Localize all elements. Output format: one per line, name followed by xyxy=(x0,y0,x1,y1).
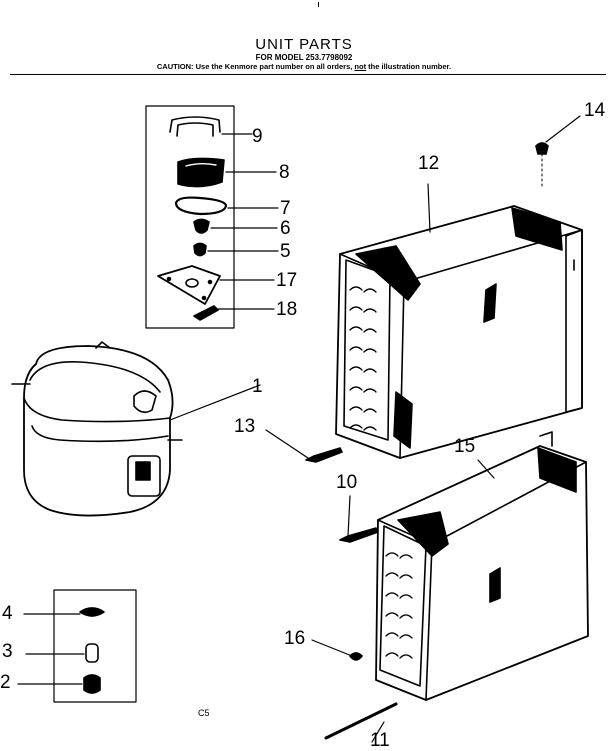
part-18-clip xyxy=(193,305,275,321)
callout-16: 16 xyxy=(284,628,306,649)
header-rule xyxy=(10,74,606,75)
part-6-grommet xyxy=(193,218,278,234)
top-tick-mark xyxy=(318,2,319,7)
callout-11: 11 xyxy=(370,730,390,751)
part-15-coil xyxy=(375,431,589,701)
callout-10: 10 xyxy=(336,472,358,493)
part-17-plate xyxy=(157,265,275,305)
part-13-screw xyxy=(265,429,343,463)
model-subtitle: FOR MODEL 253.7798092 xyxy=(255,53,353,62)
callout-9: 9 xyxy=(252,126,263,147)
part-12-coil xyxy=(335,183,583,459)
part-3-spacer xyxy=(25,643,99,663)
diagram-code: C5 xyxy=(198,708,210,718)
bottom-parts-box xyxy=(53,589,137,703)
part-10-screw xyxy=(339,495,379,543)
part-2-grommet xyxy=(17,674,101,694)
callout-7: 7 xyxy=(280,198,291,219)
part-11-rod xyxy=(324,702,398,743)
part-1-compressor xyxy=(11,341,261,517)
part-8-block xyxy=(177,157,277,188)
part-7-ring xyxy=(174,196,279,216)
part-9-bracket xyxy=(169,116,253,137)
callout-12: 12 xyxy=(418,153,440,174)
callout-2: 2 xyxy=(0,672,11,693)
callout-8: 8 xyxy=(279,162,290,183)
part-14-screw xyxy=(535,115,581,189)
callout-13: 13 xyxy=(234,416,256,437)
callout-15: 15 xyxy=(454,436,476,457)
callout-17: 17 xyxy=(276,270,298,291)
caution-prefix: CAUTION: Use the Kenmore part number on … xyxy=(156,62,355,71)
callout-6: 6 xyxy=(280,218,291,239)
part-16-nut xyxy=(311,639,363,661)
page-title: UNIT PARTS xyxy=(255,36,353,53)
small-parts-box xyxy=(145,105,235,329)
caution-note: CAUTION: Use the Kenmore part number on … xyxy=(0,62,608,71)
part-4-washer xyxy=(23,607,105,617)
callout-1: 1 xyxy=(252,376,263,397)
callout-14: 14 xyxy=(584,100,606,121)
callout-4: 4 xyxy=(2,603,13,624)
part-15-return-bends xyxy=(385,552,413,659)
caution-suffix: the illustration number. xyxy=(366,62,452,71)
part-12-return-bends xyxy=(349,286,377,431)
callout-3: 3 xyxy=(2,641,13,662)
part-5-grommet xyxy=(193,242,279,257)
caution-not: not xyxy=(354,62,367,71)
callout-18: 18 xyxy=(276,299,298,320)
callout-5: 5 xyxy=(280,241,291,262)
